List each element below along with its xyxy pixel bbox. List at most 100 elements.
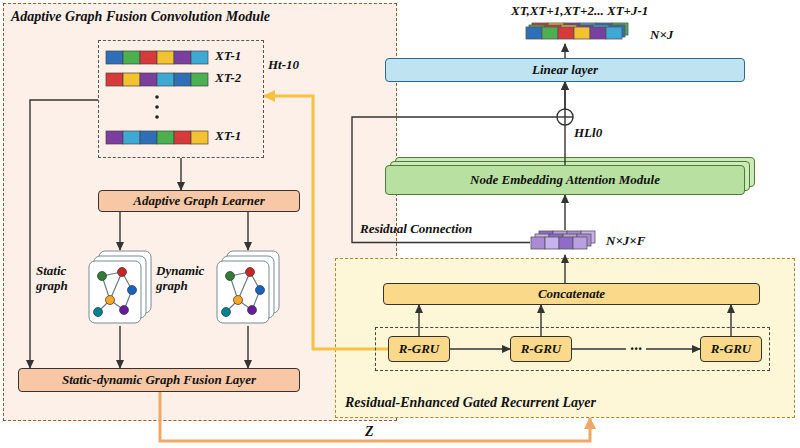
- connector: [450, 348, 510, 349]
- graph-figure: Dynamic graph: [156, 250, 282, 330]
- ellipsis-label: ···: [626, 340, 646, 358]
- graph-figure: [216, 250, 280, 326]
- dimension-label: N×J: [650, 28, 673, 43]
- drawing-part: [174, 73, 191, 86]
- process-box: Concatenate: [383, 283, 760, 305]
- drawing-part: [191, 131, 208, 144]
- sequence-rows: [105, 45, 217, 155]
- drawing-part: [234, 296, 243, 305]
- feature-tensor: N×J×F: [530, 230, 670, 254]
- drawing-part: [106, 51, 123, 64]
- sum-symbol: [557, 109, 573, 125]
- connector: [119, 212, 120, 250]
- drawing-part: [106, 296, 115, 305]
- edge-label: Residual Connection: [360, 222, 472, 236]
- box-text: Adaptive Graph Learner: [133, 194, 264, 209]
- drawing-part: [94, 308, 103, 317]
- drawing-part: [118, 268, 127, 277]
- box-text: R-GRU: [399, 342, 439, 357]
- connector: [564, 44, 565, 58]
- drawing-part: [248, 306, 257, 315]
- box-text: Static-dynamic Graph Fusion Layer: [62, 373, 256, 388]
- graph-figure: Static graph: [36, 250, 152, 330]
- drawing-part: [558, 27, 574, 39]
- drawing-part: [542, 27, 558, 39]
- edge-label: Ht-10: [268, 58, 299, 72]
- module-panel: Residual-Enhanced Gated Recurrent Layer C…: [335, 258, 795, 418]
- drawing-part: [98, 272, 107, 281]
- connector: [418, 305, 419, 336]
- connector: [352, 82, 565, 243]
- input-sequence: XT-1XT-2XT-1: [98, 40, 264, 158]
- drawing-part: [155, 115, 159, 119]
- graph-label: Static graph: [36, 264, 92, 294]
- drawing-part: [157, 73, 174, 86]
- panel-title: Residual-Enhanced Gated Recurrent Layer: [345, 395, 596, 411]
- drawing-part: [559, 237, 573, 249]
- connector: [572, 348, 700, 349]
- panel-title: Adaptive Graph Fusion Convolution Module: [11, 9, 270, 25]
- graph-figure: [88, 250, 152, 326]
- dimension-label: N×J×F: [606, 234, 645, 249]
- connector: [564, 255, 565, 283]
- drawing-part: [191, 73, 208, 86]
- drawing-part: [526, 27, 542, 39]
- sequence-label: XT-2: [215, 71, 241, 86]
- box-text: Concatenate: [538, 287, 605, 302]
- box-text: Node Embedding Attention Module: [470, 173, 660, 188]
- drawing-part: [155, 105, 159, 109]
- connector: [264, 96, 388, 349]
- box-text: R-GRU: [711, 342, 751, 357]
- edge-label: HLl0: [574, 126, 602, 140]
- output-tensor: XT,XT+1,XT+2... XT+J-1N×J: [430, 2, 680, 48]
- drawing-part: [123, 131, 140, 144]
- drawing-part: [531, 237, 545, 249]
- connector: [247, 212, 248, 250]
- drawing-part: [123, 51, 140, 64]
- gru-cell: R-GRU: [510, 336, 572, 362]
- connector: [540, 305, 541, 336]
- process-box: Linear layer: [385, 58, 745, 82]
- drawing-part: [89, 261, 141, 323]
- connector: [730, 305, 731, 336]
- drawing-part: [174, 131, 191, 144]
- drawing-part: [120, 306, 129, 315]
- drawing-part: [157, 51, 174, 64]
- box-text: Linear layer: [532, 63, 598, 78]
- sum-symbol: [564, 109, 565, 125]
- connector: [180, 158, 181, 190]
- drawing-part: [574, 27, 590, 39]
- drawing-part: [545, 237, 559, 249]
- module-panel: Adaptive Graph Fusion Convolution Module…: [3, 3, 397, 421]
- drawing-part: [217, 261, 269, 323]
- connector: [247, 326, 248, 368]
- box-text: R-GRU: [521, 342, 561, 357]
- output-label: XT,XT+1,XT+2... XT+J-1: [511, 4, 648, 19]
- drawing-part: [106, 131, 123, 144]
- drawing-part: [246, 268, 255, 277]
- connector: [119, 326, 120, 368]
- tensor-figure: [525, 22, 634, 44]
- drawing-part: [573, 237, 587, 249]
- gru-cell: R-GRU: [388, 336, 450, 362]
- drawing-part: [590, 27, 606, 39]
- drawing-part: [128, 286, 137, 295]
- drawing-part: [106, 73, 123, 86]
- drawing-part: [140, 73, 157, 86]
- drawing-part: [256, 286, 265, 295]
- drawing-part: [157, 131, 174, 144]
- drawing-part: [222, 308, 231, 317]
- graph-label: Dynamic graph: [156, 264, 212, 294]
- tensor-figure: [530, 230, 602, 255]
- drawing-part: [174, 51, 191, 64]
- drawing-part: [191, 51, 208, 64]
- process-box: Static-dynamic Graph Fusion Layer: [18, 368, 300, 392]
- drawing-part: [606, 27, 622, 39]
- gru-cell: R-GRU: [700, 336, 762, 362]
- connector: [564, 195, 565, 230]
- sequence-label: XT-1: [215, 49, 241, 64]
- process-box: Adaptive Graph Learner: [98, 190, 300, 212]
- connector: [30, 100, 98, 368]
- drawing-part: [123, 73, 140, 86]
- drawing-part: [140, 131, 157, 144]
